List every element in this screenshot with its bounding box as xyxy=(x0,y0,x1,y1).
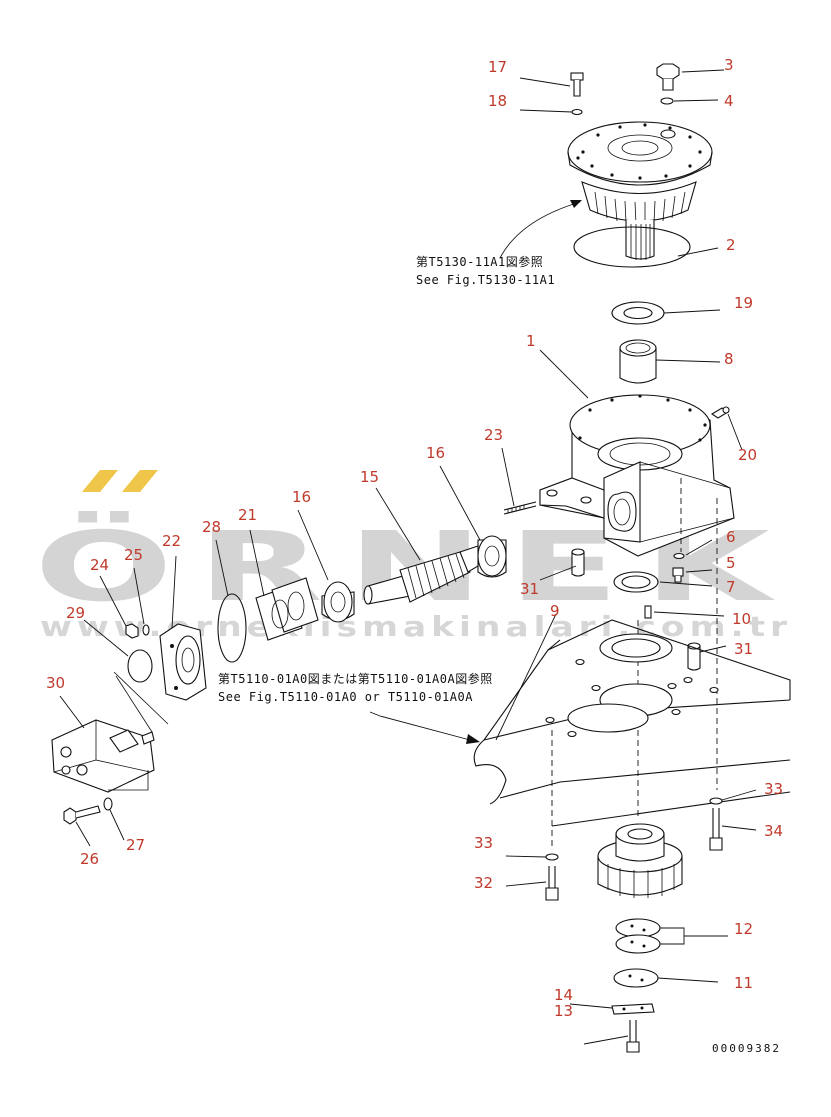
bolt-5 xyxy=(672,567,684,583)
housing-1 xyxy=(539,394,735,557)
callout-18: 18 xyxy=(488,92,507,110)
bushing-8 xyxy=(619,339,657,384)
callout-22: 22 xyxy=(162,532,181,550)
callout-29: 29 xyxy=(66,604,85,622)
callout-12: 12 xyxy=(734,920,753,938)
plate-11 xyxy=(613,968,659,988)
o-ring-29 xyxy=(127,649,153,683)
bolt-3 xyxy=(656,63,680,91)
ref-top-en: See Fig.T5130-11A1 xyxy=(416,273,555,287)
grease-fitting-20 xyxy=(710,406,730,419)
nut-24 xyxy=(125,623,139,639)
callout-25: 25 xyxy=(124,546,143,564)
dowel-pin-31-a xyxy=(571,548,585,577)
callout-14: 14 xyxy=(554,986,573,1004)
document-number: 00009382 xyxy=(712,1042,781,1055)
washer-4 xyxy=(660,97,674,105)
leader-lines xyxy=(59,69,757,1045)
swing-motor-30 xyxy=(51,719,155,793)
callout-34: 34 xyxy=(764,822,783,840)
callout-19: 19 xyxy=(734,294,753,312)
watermark-url: www.orneklismakinalari.com.tr xyxy=(40,610,792,643)
watermark-umlaut-left xyxy=(82,470,118,492)
callout-3: 3 xyxy=(724,56,734,74)
callout-7: 7 xyxy=(726,578,736,596)
ref-mid-en: See Fig.T5110-01A0 or T5110-01A0A xyxy=(218,690,473,704)
washer-33-a xyxy=(545,853,559,861)
callout-16a: 16 xyxy=(426,444,445,462)
callout-28: 28 xyxy=(202,518,221,536)
callout-10: 10 xyxy=(732,610,751,628)
ref-mid-jp: 第T5110-01A0図または第T5110-01A0A図参照 xyxy=(218,671,493,686)
callout-23: 23 xyxy=(484,426,503,444)
callout-13: 13 xyxy=(554,1002,573,1020)
bearing-16-right xyxy=(477,535,507,578)
callout-2: 2 xyxy=(726,236,736,254)
callout-21: 21 xyxy=(238,506,257,524)
washer-18 xyxy=(571,108,583,116)
bolt-34 xyxy=(709,808,723,851)
worm-shaft-15 xyxy=(363,545,479,605)
bolt-32 xyxy=(545,866,559,901)
callout-labels: 1 2 3 4 5 6 7 8 9 10 11 12 13 14 15 16 1… xyxy=(46,56,783,1020)
watermark-umlaut-right xyxy=(122,470,158,492)
callout-31b: 31 xyxy=(734,640,753,658)
stud-23 xyxy=(503,501,537,515)
bolt-17 xyxy=(570,72,584,97)
callout-30: 30 xyxy=(46,674,65,692)
thrust-washer-19 xyxy=(611,301,665,325)
callout-9: 9 xyxy=(550,602,560,620)
o-ring-28 xyxy=(217,593,247,663)
gaskets-21 xyxy=(255,577,319,641)
callout-31a: 31 xyxy=(520,580,539,598)
callout-1: 1 xyxy=(526,332,536,350)
callout-16b: 16 xyxy=(292,488,311,506)
bolt-26 xyxy=(63,805,101,825)
callout-6: 6 xyxy=(726,528,736,546)
ref-top-jp: 第T5130-11A1図参照 xyxy=(416,254,543,269)
revolving-frame xyxy=(473,619,791,827)
washer-25 xyxy=(142,624,150,636)
callout-33a: 33 xyxy=(474,834,493,852)
bearing-16-left xyxy=(321,581,355,623)
callout-24: 24 xyxy=(90,556,109,574)
callout-11: 11 xyxy=(734,974,753,992)
callout-33b: 33 xyxy=(764,780,783,798)
callout-4: 4 xyxy=(724,92,734,110)
bolt-13 xyxy=(626,1020,640,1053)
pin-10 xyxy=(644,605,652,619)
callout-26: 26 xyxy=(80,850,99,868)
callout-20: 20 xyxy=(738,446,757,464)
cover-22 xyxy=(159,623,207,701)
callout-32: 32 xyxy=(474,874,493,892)
callout-27: 27 xyxy=(126,836,145,854)
dowel-pin-31-b xyxy=(687,642,701,671)
gasket-9 xyxy=(599,633,673,663)
swing-machinery-assembly xyxy=(567,121,713,268)
pinion-gear xyxy=(597,823,683,898)
washer-27 xyxy=(103,797,113,811)
shims-12 xyxy=(615,918,661,954)
washer-33-b xyxy=(709,797,723,805)
callout-17: 17 xyxy=(488,58,507,76)
seal-7 xyxy=(613,571,659,593)
washer-6 xyxy=(673,552,685,560)
lock-plate-14 xyxy=(611,1003,655,1015)
callout-8: 8 xyxy=(724,350,734,368)
callout-15: 15 xyxy=(360,468,379,486)
callout-5: 5 xyxy=(726,554,736,572)
